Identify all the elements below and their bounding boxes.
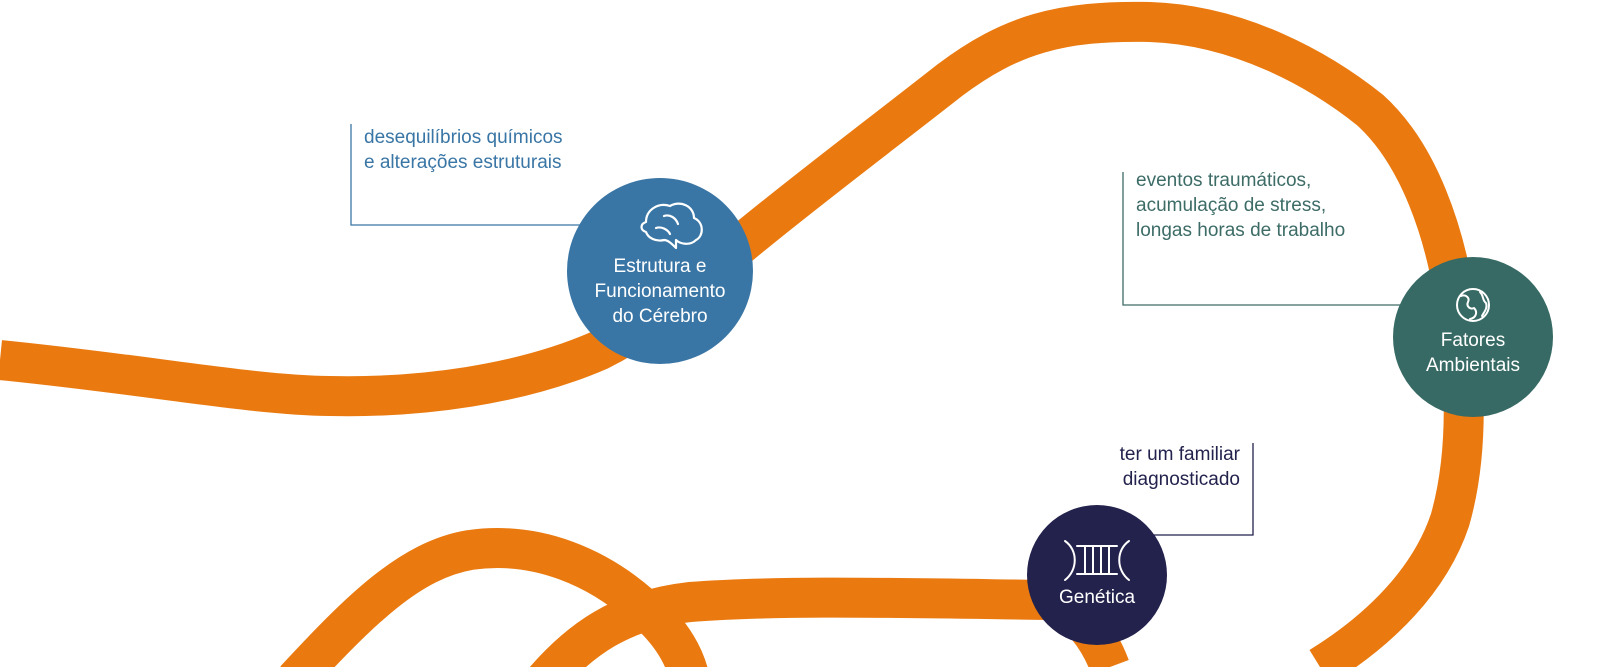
lower-loop-path — [280, 528, 709, 672]
genetics-leader-line — [1150, 443, 1254, 536]
brain-node-label: Estrutura e Funcionamento do Cérebro — [594, 256, 726, 327]
dna-icon — [1064, 540, 1130, 581]
genetics-description: ter um familiar diagnosticado — [1119, 444, 1240, 490]
genetics-node-label: Genética — [1058, 587, 1136, 608]
brain-leader-line — [350, 124, 580, 226]
environment-leader-line — [1122, 172, 1405, 306]
environment-node[interactable] — [1393, 257, 1553, 417]
globe-icon — [1456, 288, 1490, 322]
environment-description: eventos traumáticos, acumulação de stres… — [1136, 170, 1346, 241]
lower-cross-path — [529, 577, 1129, 672]
environment-node-label: Fatores Ambientais — [1426, 330, 1520, 376]
winding-path — [0, 1, 1484, 672]
brain-description: desequilíbrios químicos e alterações est… — [364, 127, 563, 173]
brain-icon — [640, 202, 703, 250]
brain-node[interactable] — [567, 178, 753, 364]
